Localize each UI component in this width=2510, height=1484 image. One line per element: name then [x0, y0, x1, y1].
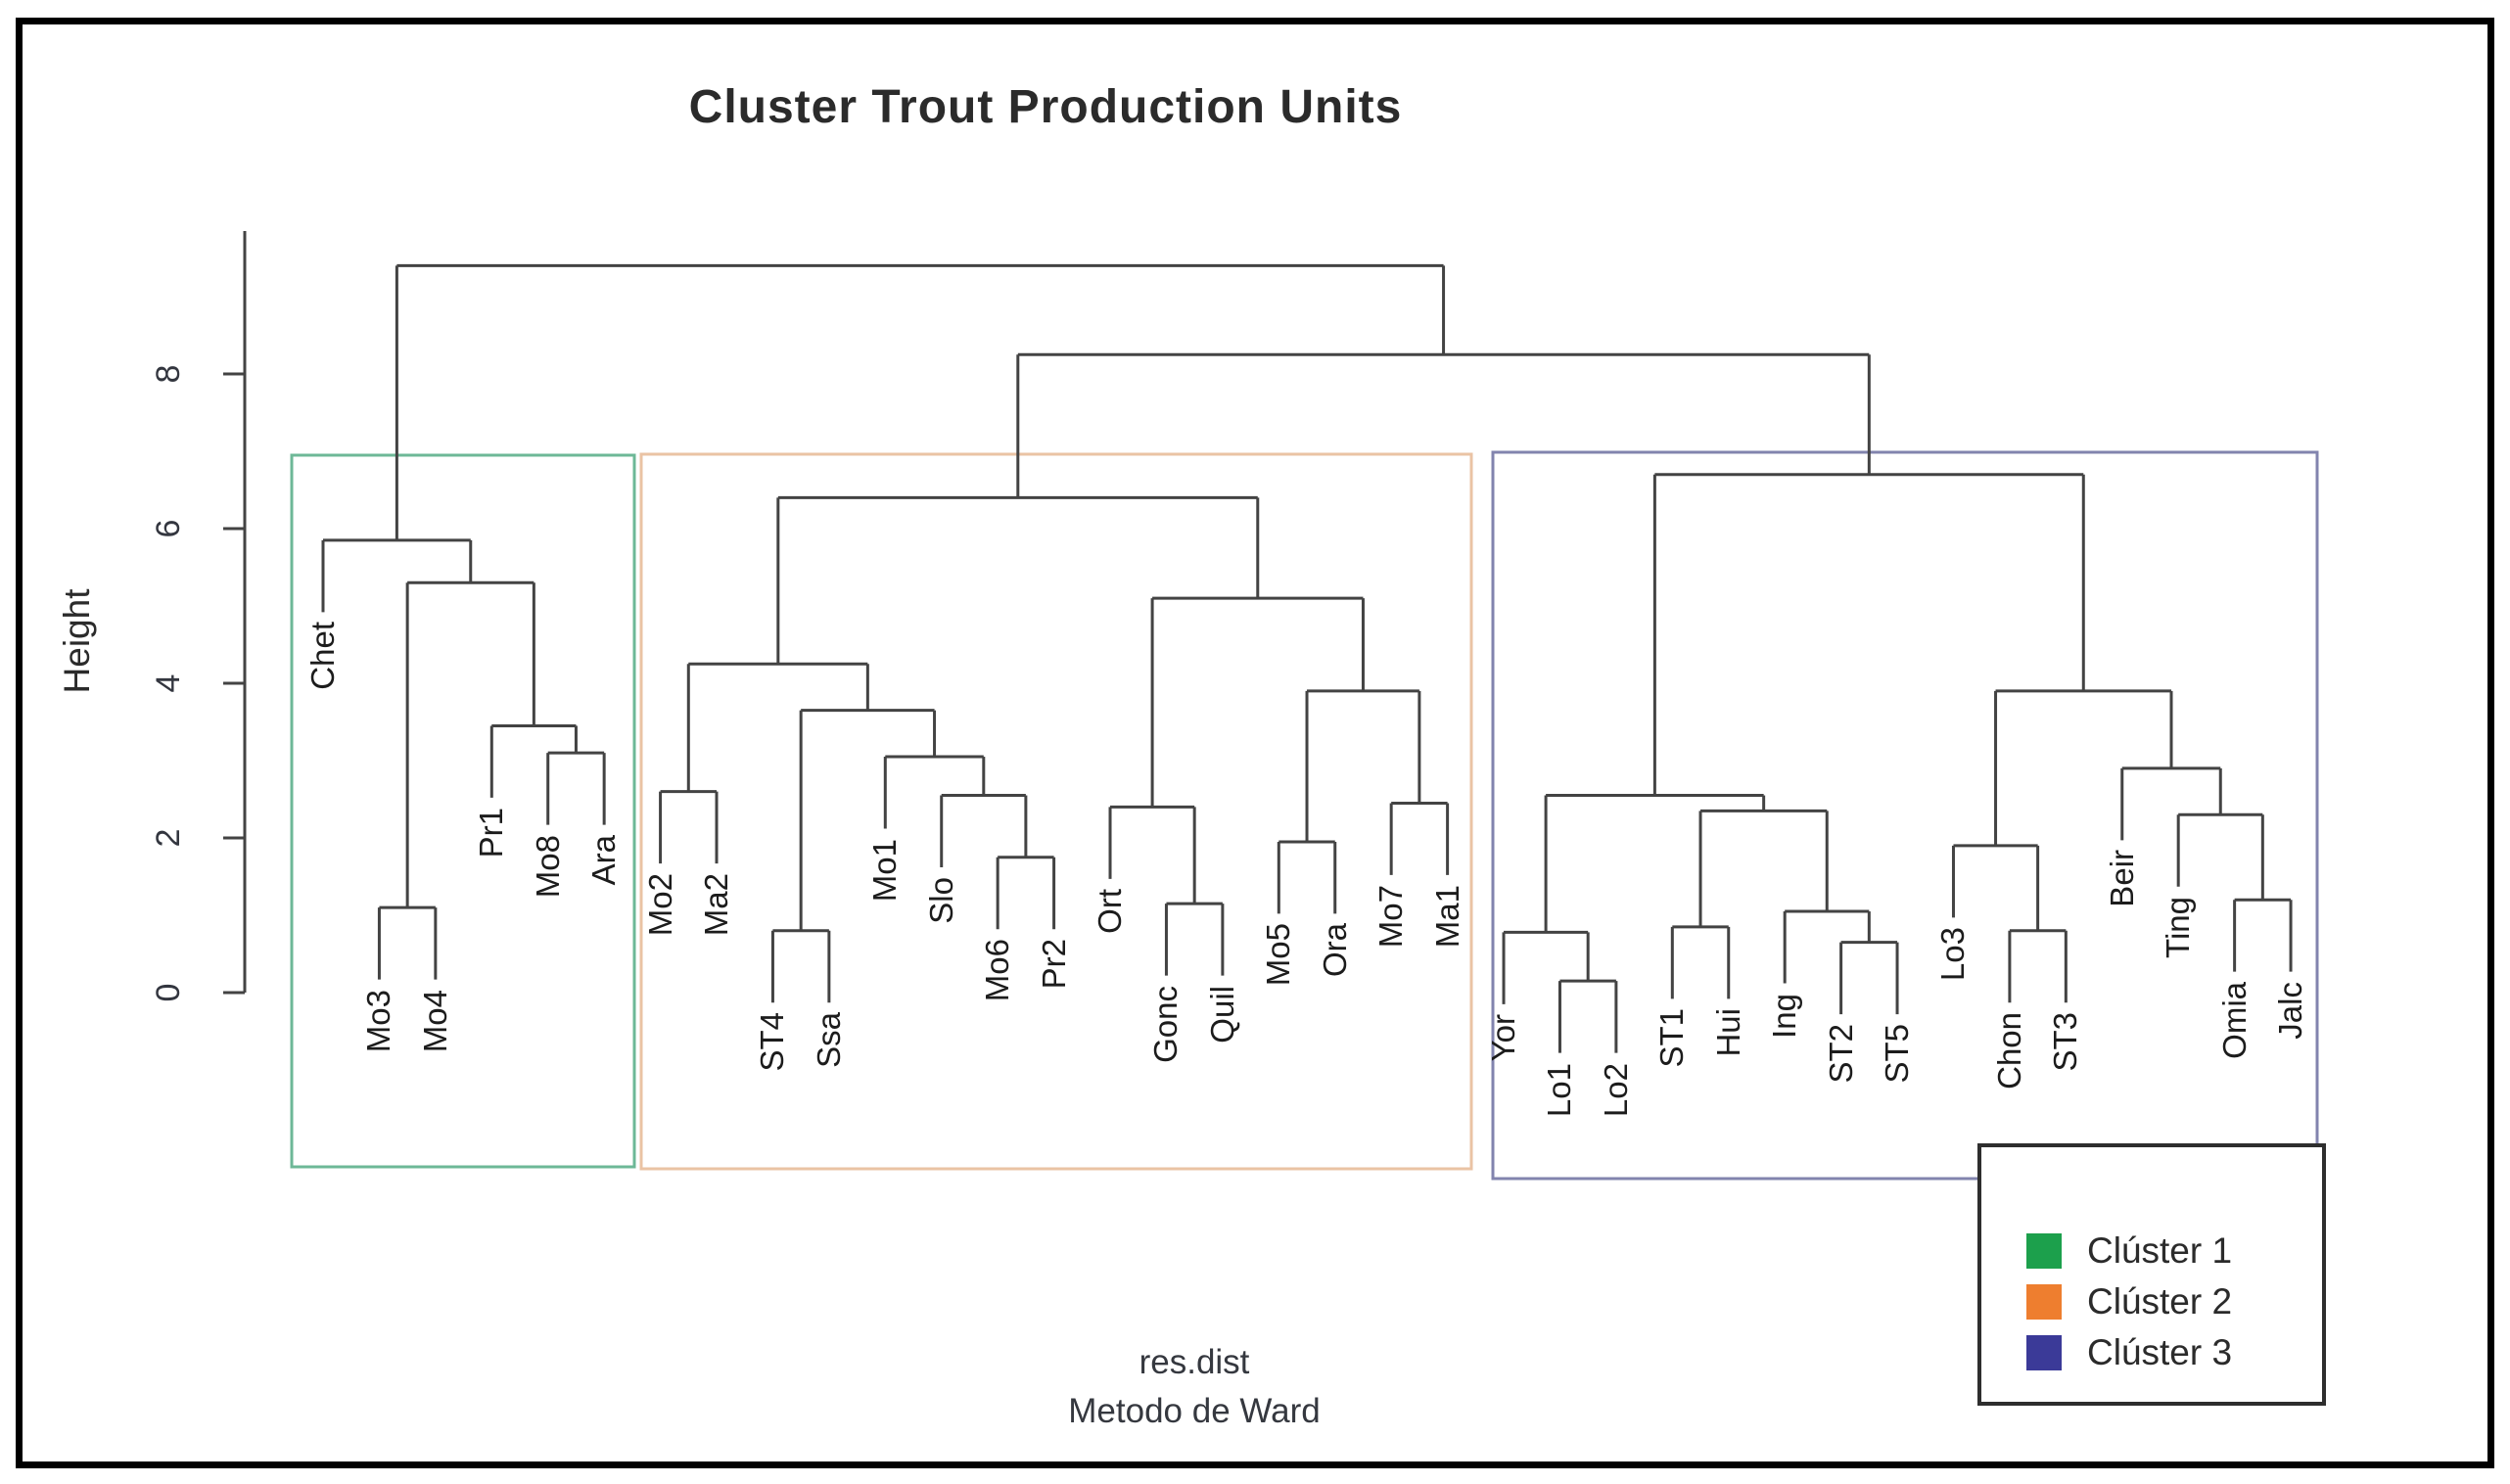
cluster-2-box: [639, 452, 1473, 1171]
cluster-1-box: [290, 453, 636, 1169]
leaf-label-ST4: ST4: [754, 1012, 791, 1072]
leaf-label-Mo4: Mo4: [416, 989, 453, 1052]
leaf-label-ST2: ST2: [1822, 1024, 1859, 1084]
cluster-1-swatch-icon: [2026, 1233, 2062, 1269]
leaf-label-Quil: Quil: [1203, 985, 1240, 1043]
legend-item-cluster-1: Clúster 1: [1981, 1226, 2322, 1276]
leaf-label-Gonc: Gonc: [1147, 985, 1185, 1063]
leaf-label-Ara: Ara: [585, 834, 623, 885]
legend-item-cluster-3: Clúster 3: [1981, 1327, 2322, 1378]
leaf-label-Ma2: Ma2: [698, 873, 734, 937]
leaf-label-Mo5: Mo5: [1260, 923, 1297, 987]
leaf-label-ST1: ST1: [1653, 1008, 1691, 1068]
leaf-label-Ssa: Ssa: [810, 1012, 847, 1069]
leaf-label-Beir: Beir: [2103, 850, 2140, 908]
leaf-label-Ora: Ora: [1316, 923, 1353, 978]
legend-item-cluster-2: Clúster 2: [1981, 1276, 2322, 1327]
leaf-label-Mo2: Mo2: [641, 873, 678, 937]
cluster-3-box: [1491, 450, 2319, 1181]
leaf-label-Chet: Chet: [304, 622, 341, 691]
leaf-label-Mo7: Mo7: [1372, 884, 1410, 949]
x-axis-label-line1: res.dist: [1139, 1343, 1250, 1381]
leaf-label-Mo1: Mo1: [866, 838, 904, 902]
y-tick-label-0: 0: [149, 983, 187, 1002]
leaf-label-Ort: Ort: [1092, 888, 1129, 934]
legend-box: Clúster 1 Clúster 2 Clúster 3: [1977, 1143, 2326, 1406]
leaf-label-Ing: Ing: [1766, 993, 1803, 1039]
leaf-label-Ting: Ting: [2160, 896, 2197, 958]
leaf-label-Ma1: Ma1: [1428, 884, 1465, 949]
leaf-label-Lo2: Lo2: [1597, 1062, 1634, 1117]
cluster-2-swatch-icon: [2026, 1284, 2062, 1320]
leaf-label-Chon: Chon: [1990, 1012, 2027, 1090]
leaf-label-Omia: Omia: [2215, 981, 2253, 1059]
cluster-3-swatch-icon: [2026, 1335, 2062, 1370]
leaf-label-Mo6: Mo6: [979, 939, 1016, 1002]
leaf-label-Lo1: Lo1: [1541, 1062, 1578, 1117]
x-axis-label-line2: Metodo de Ward: [1068, 1392, 1321, 1430]
leaf-label-Pr2: Pr2: [1035, 939, 1072, 990]
y-tick-label-6: 6: [149, 519, 187, 538]
y-tick-label-8: 8: [149, 364, 187, 384]
y-axis-title: Height: [57, 588, 97, 694]
chart-title: Cluster Trout Production Units: [688, 81, 1403, 133]
leaf-label-ST3: ST3: [2047, 1012, 2084, 1072]
leaf-label-Pr1: Pr1: [473, 807, 510, 858]
legend-label-cluster-1: Clúster 1: [2087, 1230, 2233, 1271]
leaf-label-Mo8: Mo8: [529, 834, 566, 898]
leaf-label-Jalc: Jalc: [2272, 981, 2309, 1040]
y-tick-label-4: 4: [149, 673, 187, 693]
leaf-label-Hui: Hui: [1709, 1008, 1746, 1057]
leaf-label-Lo3: Lo3: [1934, 927, 1972, 982]
leaf-label-Mo3: Mo3: [360, 989, 397, 1052]
y-tick-label-2: 2: [149, 828, 187, 848]
legend-label-cluster-2: Clúster 2: [2087, 1281, 2233, 1322]
legend-label-cluster-3: Clúster 3: [2087, 1332, 2233, 1372]
leaf-label-Yor: Yor: [1485, 1013, 1522, 1062]
leaf-label-Slo: Slo: [922, 877, 959, 924]
leaf-label-ST5: ST5: [1879, 1024, 1916, 1084]
